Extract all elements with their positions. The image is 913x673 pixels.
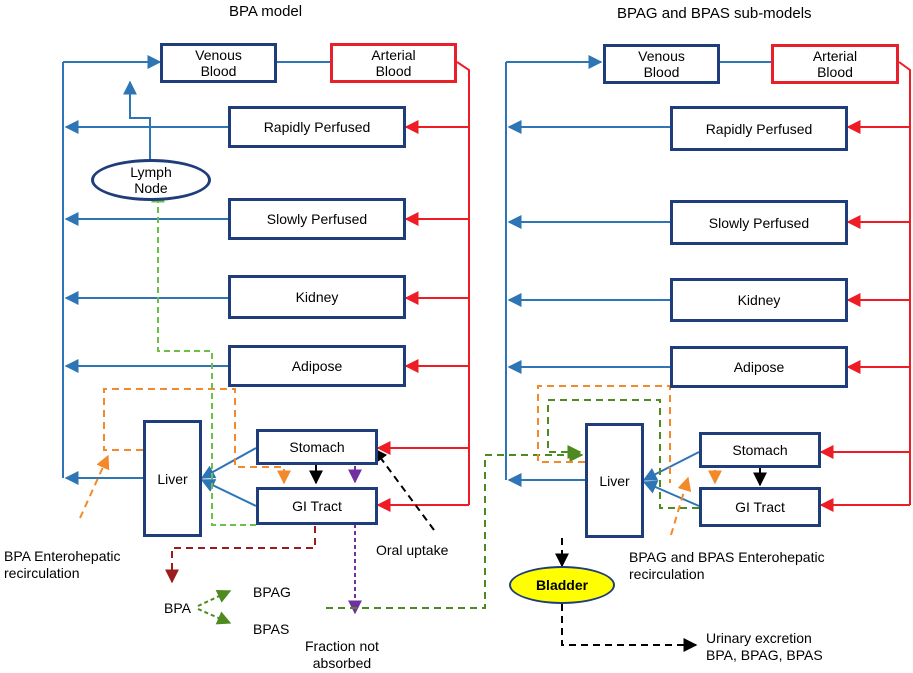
left-rapidly-perfused-box: Rapidly Perfused — [228, 106, 406, 148]
right-venous-blood-box: Venous Blood — [603, 44, 720, 84]
oral-uptake-label: Oral uptake — [376, 542, 449, 558]
right-arterial-supply-line — [898, 61, 911, 505]
bpa-to-bpas-arrow — [197, 608, 232, 625]
conjugate-transfer-arrow — [326, 448, 584, 609]
right-stomach-liver-arrow — [642, 451, 700, 481]
fraction-not-absorbed-label: Fraction not absorbed — [305, 638, 379, 671]
left-adipose-box: Adipose — [228, 345, 406, 387]
left-arterial-network — [376, 61, 470, 512]
right-enterohepatic-orange-loop — [537, 385, 671, 483]
bpa-enterohepatic-label: BPA Enterohepatic recirculation — [4, 548, 121, 581]
right-arterial-blood-box: Arterial Blood — [771, 44, 899, 84]
right-other-flows — [537, 385, 767, 652]
left-slowly-perfused-box: Slowly Perfused — [228, 198, 406, 240]
bpa-label: BPA — [164, 600, 191, 616]
right-gi-tract-box: GI Tract — [699, 487, 821, 527]
right-adipose-box: Adipose — [670, 346, 848, 388]
bpag-label: BPAG — [253, 584, 291, 600]
left-stomach-box: Stomach — [256, 429, 378, 465]
right-enterohepatic-green-loop — [547, 399, 699, 509]
fecal-elimination-arrow — [165, 526, 316, 584]
left-arterial-supply-line — [456, 61, 470, 505]
left-model-title: BPA model — [229, 3, 303, 20]
bpa-enterohepatic-pointer — [79, 454, 110, 519]
left-gi-liver-arrow — [200, 479, 257, 507]
left-other-flows — [79, 188, 584, 625]
lymph-node-ellipse: Lymph Node — [91, 159, 211, 201]
bpag-bpas-enterohepatic-label: BPAG and BPAS Enterohepatic recirculatio… — [629, 549, 825, 582]
bpag-bpas-enterohepatic-pointer — [670, 476, 692, 536]
left-liver-box: Liver — [143, 420, 202, 537]
oral-uptake-arrow — [373, 447, 435, 531]
right-gi-liver-arrow — [642, 480, 700, 507]
bpas-label: BPAS — [253, 621, 290, 637]
left-enterohepatic-loop — [103, 388, 291, 485]
right-model-title: BPAG and BPAS sub-models — [617, 5, 812, 22]
right-kidney-box: Kidney — [670, 278, 848, 322]
urinary-excretion-label: Urinary excretion BPA, BPAG, BPAS — [706, 630, 823, 663]
bladder-ellipse: Bladder — [509, 566, 615, 604]
urinary-excretion-arrow — [561, 604, 698, 652]
left-gi-tract-box: GI Tract — [256, 487, 378, 525]
left-venous-network — [62, 55, 330, 507]
left-lymph-venous-arrow — [123, 80, 151, 160]
left-stomach-liver-arrow — [200, 447, 257, 479]
right-slowly-perfused-box: Slowly Perfused — [670, 200, 848, 245]
right-liver-box: Liver — [585, 423, 644, 538]
left-arterial-blood-box: Arterial Blood — [330, 43, 457, 83]
right-arterial-network — [819, 61, 911, 512]
right-stomach-box: Stomach — [699, 432, 821, 468]
bpa-to-bpag-arrow — [197, 590, 232, 607]
left-venous-blood-box: Venous Blood — [160, 43, 277, 83]
left-kidney-box: Kidney — [228, 275, 406, 319]
right-venous-network — [505, 55, 771, 507]
right-rapidly-perfused-box: Rapidly Perfused — [670, 106, 848, 151]
lymph-uptake-arrow — [151, 188, 256, 526]
